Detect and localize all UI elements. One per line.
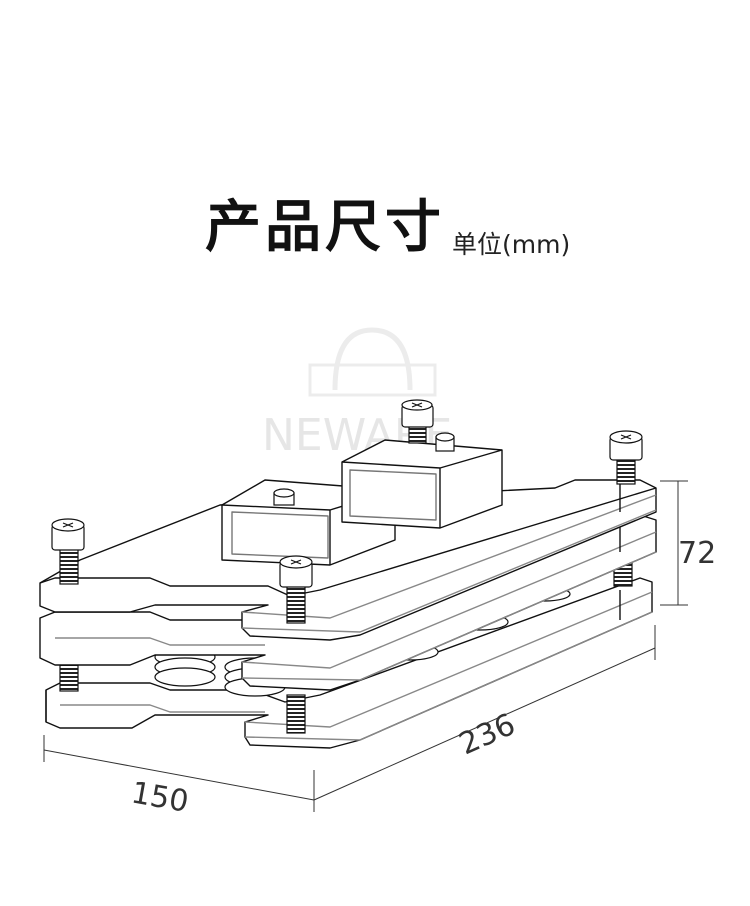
length-dimension-line (313, 625, 656, 812)
page-title: 产品尺寸 (205, 195, 445, 260)
bottom-plate (45, 577, 653, 749)
width-dimension-line (43, 735, 315, 801)
height-dimension-line (660, 480, 688, 606)
width-dimension: 150 (129, 775, 191, 819)
bottom-screw-front (286, 694, 306, 734)
unit-label: 单位(mm) (452, 230, 571, 259)
screw-top-left (51, 518, 85, 585)
screw-top-right (609, 430, 643, 485)
block-pin-left (273, 488, 295, 506)
watermark-logo (308, 327, 437, 397)
length-dimension: 236 (454, 707, 521, 762)
block-pin-right (435, 432, 455, 452)
screw-top-front (279, 555, 313, 624)
middle-plate (39, 514, 657, 691)
right-block (341, 439, 503, 529)
screw-top-back (401, 399, 434, 444)
height-dimension: 72 (678, 536, 716, 571)
